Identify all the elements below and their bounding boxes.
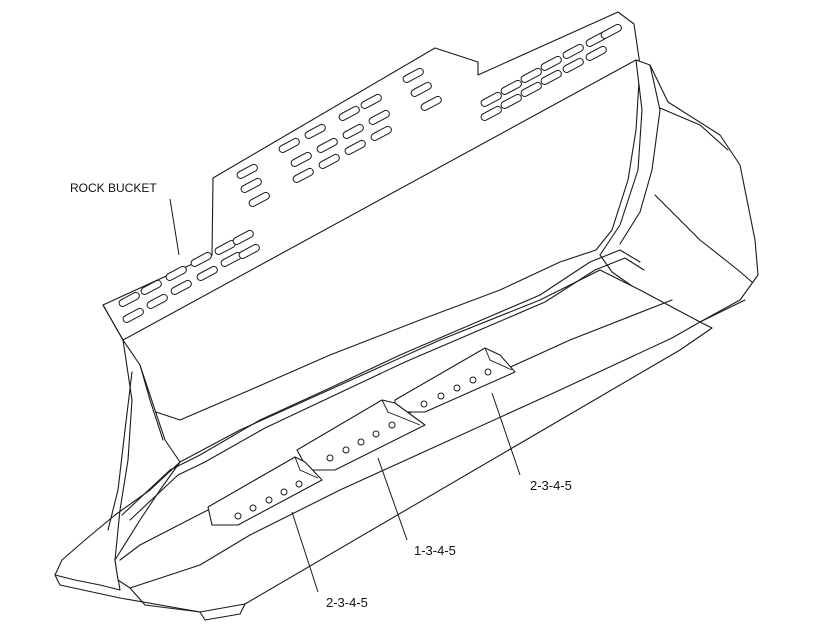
rock-bucket-leader: [169, 198, 180, 256]
floor-seam-upper: [121, 249, 641, 516]
floor-seam-lower: [129, 257, 645, 521]
right-side-curve: [654, 194, 753, 283]
left-side-edge: [107, 371, 133, 531]
wear-plate-right: [394, 347, 516, 413]
cutting-edge: [54, 321, 713, 613]
left-plate-leader: [291, 511, 319, 593]
center-plate-callout: 1-3-4-5: [414, 543, 456, 558]
right-plate-leader: [491, 392, 521, 476]
center-plate-leader: [377, 457, 408, 541]
right-side-top-edge: [659, 107, 729, 151]
bucket-back-plate: [102, 11, 641, 421]
left-side-inner-edge: [139, 364, 164, 441]
bucket-right-side: [599, 59, 759, 323]
cutting-edge-tip: [199, 603, 246, 621]
wear-plate-left: [207, 456, 323, 526]
left-plate-callout: 2-3-4-5: [326, 595, 368, 610]
right-side-inner-edge: [619, 64, 661, 245]
rock-bucket-label: ROCK BUCKET: [70, 181, 157, 195]
cutting-edge-bevel: [129, 587, 201, 613]
right-plate-callout: 2-3-4-5: [530, 478, 572, 493]
back-plate-slots: [118, 23, 622, 323]
